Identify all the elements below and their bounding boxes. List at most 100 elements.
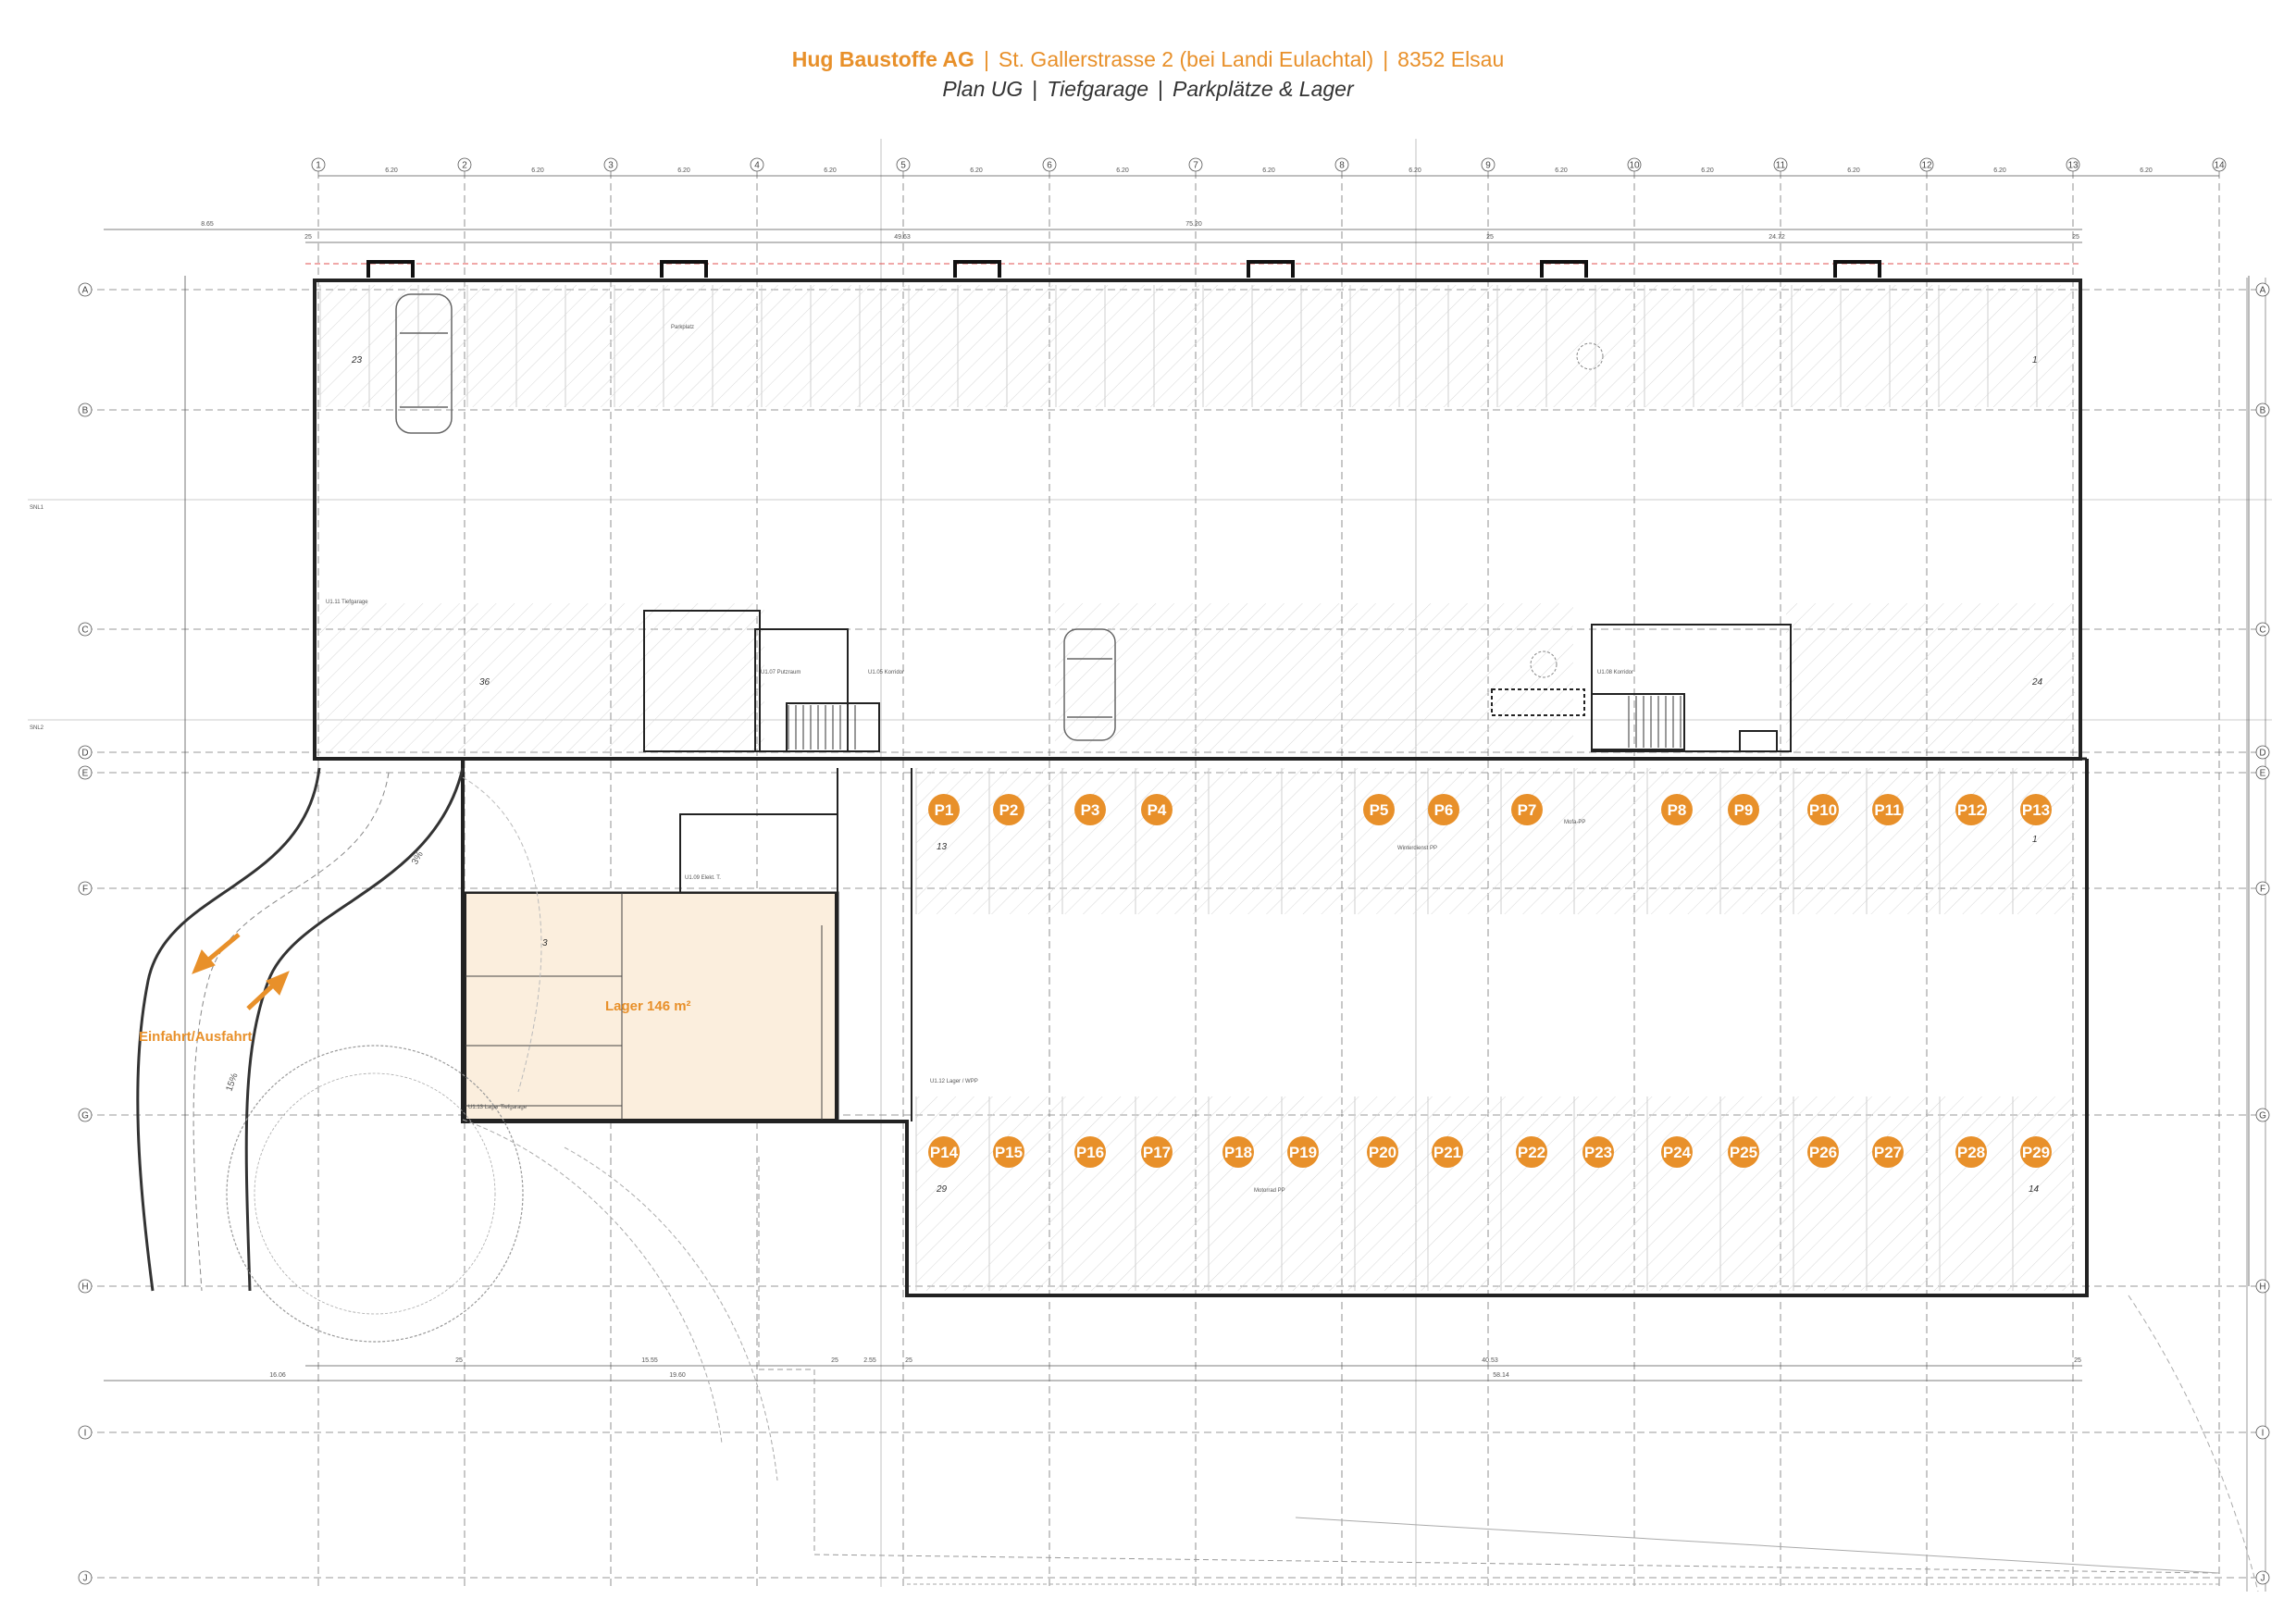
parking-space-p8: P8 [1661, 794, 1693, 825]
side-label: SNL1 [30, 505, 44, 511]
parking-space-p9: P9 [1728, 794, 1759, 825]
column-axis-label: 9 [1485, 161, 1491, 171]
side-label: SNL2 [30, 725, 44, 731]
row-axis-label: G [81, 1111, 89, 1121]
stall-number: 3 [542, 938, 548, 948]
parking-space-p27: P27 [1872, 1136, 1904, 1168]
title-line-1: Hug Baustoffe AG|St. Gallerstrasse 2 (be… [0, 44, 2296, 74]
column-axis-label: 3 [608, 161, 614, 171]
column-dimension: 6.20 [1993, 167, 2006, 174]
car-icon [1063, 628, 1116, 741]
parking-space-label: P23 [1584, 1144, 1612, 1161]
bottom-dimension: 2.55 [863, 1357, 876, 1364]
room-label: Parkplatz [671, 325, 694, 330]
parking-space-p6: P6 [1428, 794, 1459, 825]
row-axis-bubble [2255, 1425, 2270, 1440]
parking-space-p7: P7 [1511, 794, 1543, 825]
parking-space-label: P29 [2022, 1144, 2050, 1161]
column-axis-bubble [1042, 157, 1057, 172]
row-axis-bubble [2255, 403, 2270, 417]
parking-space-label: P2 [999, 801, 1019, 819]
title-separator: | [1158, 77, 1164, 101]
column-dimension: 6.20 [824, 167, 837, 174]
stall-number: 29 [936, 1184, 948, 1195]
stall-dividers [319, 285, 2038, 1291]
parking-space-label: P17 [1143, 1144, 1171, 1161]
parking-space-p14: P14 [928, 1136, 960, 1168]
row-axis-bubble [2255, 1279, 2270, 1294]
parking-space-p20: P20 [1367, 1136, 1398, 1168]
column-axis-label: 7 [1193, 161, 1198, 171]
parking-space-p18: P18 [1222, 1136, 1254, 1168]
lager-stall-lines [465, 893, 823, 1120]
upper-parking-zone [320, 285, 2075, 407]
stall-number: 23 [351, 355, 363, 365]
row-axis-label: D [2259, 749, 2265, 759]
top-dimension: 75.20 [1185, 221, 1202, 228]
garage-text: Tiefgarage [1047, 77, 1149, 101]
ramp-slope-label: 3% [410, 849, 426, 866]
service-rooms [643, 610, 1792, 894]
row-axis-bubble [78, 403, 93, 417]
row-axis-label: C [81, 626, 88, 636]
column-dimension: 6.20 [1555, 167, 1568, 174]
column-dimension: 6.20 [531, 167, 544, 174]
row-axis-bubble [78, 282, 93, 297]
room-label: Motorrad PP [1254, 1188, 1285, 1194]
row-axis-label: D [81, 749, 88, 759]
room-label: U1.09 Elekt. T. [685, 875, 721, 881]
parking-space-p3: P3 [1074, 794, 1106, 825]
parking-space-label: P18 [1224, 1144, 1252, 1161]
parking-space-label: P3 [1081, 801, 1100, 819]
row-axis-bubble [78, 1279, 93, 1294]
city-text: 8352 Elsau [1397, 47, 1505, 71]
row-axis-label: I [2262, 1429, 2265, 1439]
row-axis-label: A [2260, 286, 2266, 296]
row-axis-label: H [81, 1282, 88, 1293]
row-axis-bubble [78, 1570, 93, 1585]
car-icon [395, 293, 453, 434]
row-axis-label: H [2259, 1282, 2265, 1293]
parking-space-p15: P15 [993, 1136, 1024, 1168]
wheelchair-icon [1530, 342, 1604, 678]
parking-space-label: P11 [1874, 801, 1901, 819]
bottom-dimension: 25 [2074, 1357, 2081, 1364]
bottom-dimension: 40.53 [1482, 1357, 1498, 1364]
parking-space-p28: P28 [1955, 1136, 1987, 1168]
row-axis-label: F [2260, 885, 2265, 895]
row-axis-label: E [82, 769, 89, 779]
ramp-arrow-up-icon [246, 971, 290, 1010]
column-axis-label: 6 [1047, 161, 1052, 171]
column-axis-bubble [2212, 157, 2227, 172]
room-label: U1.08 Korridor [1597, 670, 1633, 675]
column-axis-label: 1 [316, 161, 321, 171]
middle-zone [1055, 603, 1573, 751]
bottom-dimension: 19.60 [669, 1372, 686, 1379]
column-axis-label: 4 [754, 161, 760, 171]
parking-space-p23: P23 [1582, 1136, 1614, 1168]
column-dimension: 6.20 [1262, 167, 1275, 174]
title-line-2: Plan UG|Tiefgarage|Parkplätze & Lager [0, 74, 2296, 104]
column-dimension: 6.20 [1847, 167, 1860, 174]
column-axis-bubble [1188, 157, 1203, 172]
room-label: U1.11 Tiefgarage [326, 600, 368, 605]
top-dimension: 25 [304, 234, 312, 241]
stall-number: 36 [479, 677, 490, 688]
top-dimension: 25 [1486, 234, 1494, 241]
parking-space-label: P12 [1957, 801, 1985, 819]
lager-area [465, 892, 837, 1121]
bottom-dimension: 16.06 [269, 1372, 286, 1379]
column-axis-label: 12 [1921, 161, 1932, 171]
wall-niches [366, 260, 1881, 278]
parking-space-label: P5 [1370, 801, 1389, 819]
stall-number: 14 [2029, 1184, 2040, 1195]
parking-space-label: P20 [1369, 1144, 1396, 1161]
column-axis-bubble [2066, 157, 2080, 172]
top-dimension: 49.63 [894, 234, 911, 241]
parking-space-label: P7 [1518, 801, 1537, 819]
parking-space-label: P21 [1433, 1144, 1461, 1161]
room-label: U1.05 Korridor [868, 670, 904, 675]
parking-space-p26: P26 [1807, 1136, 1839, 1168]
